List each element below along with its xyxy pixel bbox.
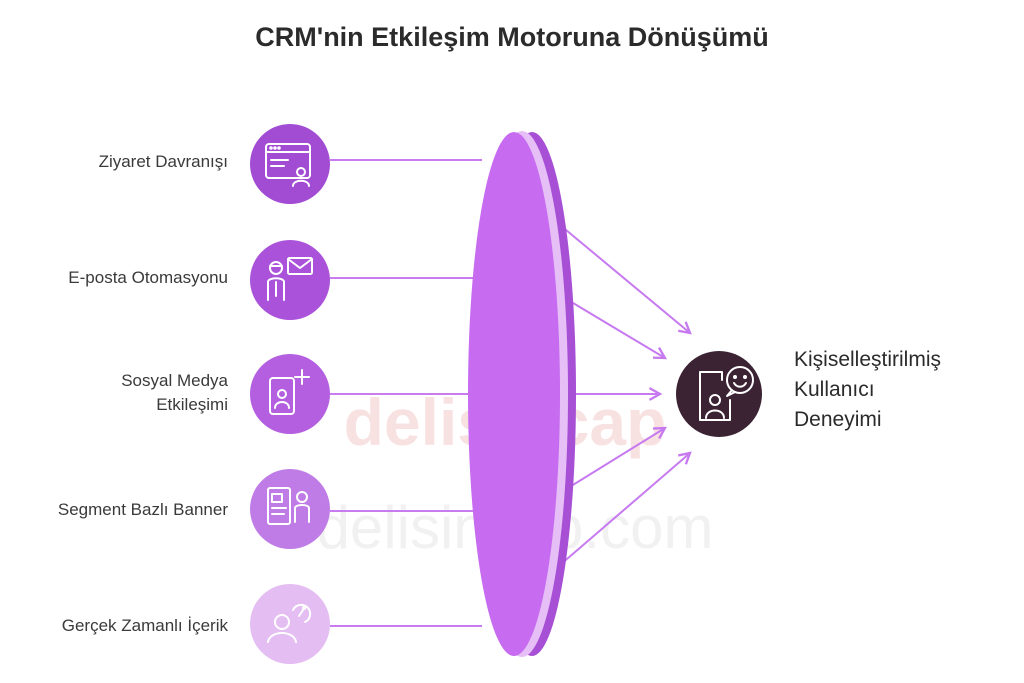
input-circle-realtime: [250, 584, 330, 664]
input-label-email: E-posta Otomasyonu: [68, 266, 228, 290]
arrow-line: [559, 453, 690, 566]
input-circle-visit: [250, 124, 330, 204]
output-circle: [676, 351, 762, 437]
arrow-line: [567, 299, 665, 358]
input-label-line: Gerçek Zamanlı İçerik: [61, 616, 228, 635]
input-circle-social: [250, 354, 330, 434]
output-label-line: Deneyimi: [794, 408, 882, 431]
output-label: Kişiselleştirilmiş Kullanıcı Deneyimi: [794, 345, 941, 435]
realtime-user-icon: [267, 603, 312, 643]
input-label-visit: Ziyaret Davranışı: [99, 150, 228, 174]
profile-plus-icon: [269, 369, 310, 415]
input-label-line: Segment Bazlı Banner: [57, 500, 228, 519]
input-label-segment: Segment Bazlı Banner: [58, 498, 228, 522]
input-label-line: Sosyal Medya: [121, 371, 228, 390]
mobile-user-smile-icon: [699, 366, 754, 421]
input-label-realtime: Gerçek Zamanlı İçerik: [62, 614, 228, 638]
lens-front: [468, 132, 560, 656]
profile-card-icon: [267, 487, 310, 525]
input-label-line: Etkileşimi: [156, 395, 228, 414]
browser-user-icon: [265, 143, 311, 187]
arrow-line: [559, 224, 690, 333]
person-email-icon: [267, 257, 313, 301]
input-circles: [250, 124, 330, 664]
input-label-social: Sosyal Medya Etkileşimi: [121, 369, 228, 417]
output-label-line: Kişiselleştirilmiş: [794, 348, 942, 371]
output-label-line: Kullanıcı: [794, 378, 875, 401]
input-label-line: Ziyaret Davranışı: [98, 152, 228, 171]
lens: [468, 131, 576, 657]
arrow-line: [567, 428, 665, 489]
input-label-line: E-posta Otomasyonu: [68, 268, 228, 287]
input-connectors: [330, 159, 482, 627]
diagram-title: CRM'nin Etkileşim Motoruna Dönüşümü: [255, 22, 769, 52]
input-circle-email: [250, 240, 330, 320]
output-arrows: [559, 224, 690, 566]
